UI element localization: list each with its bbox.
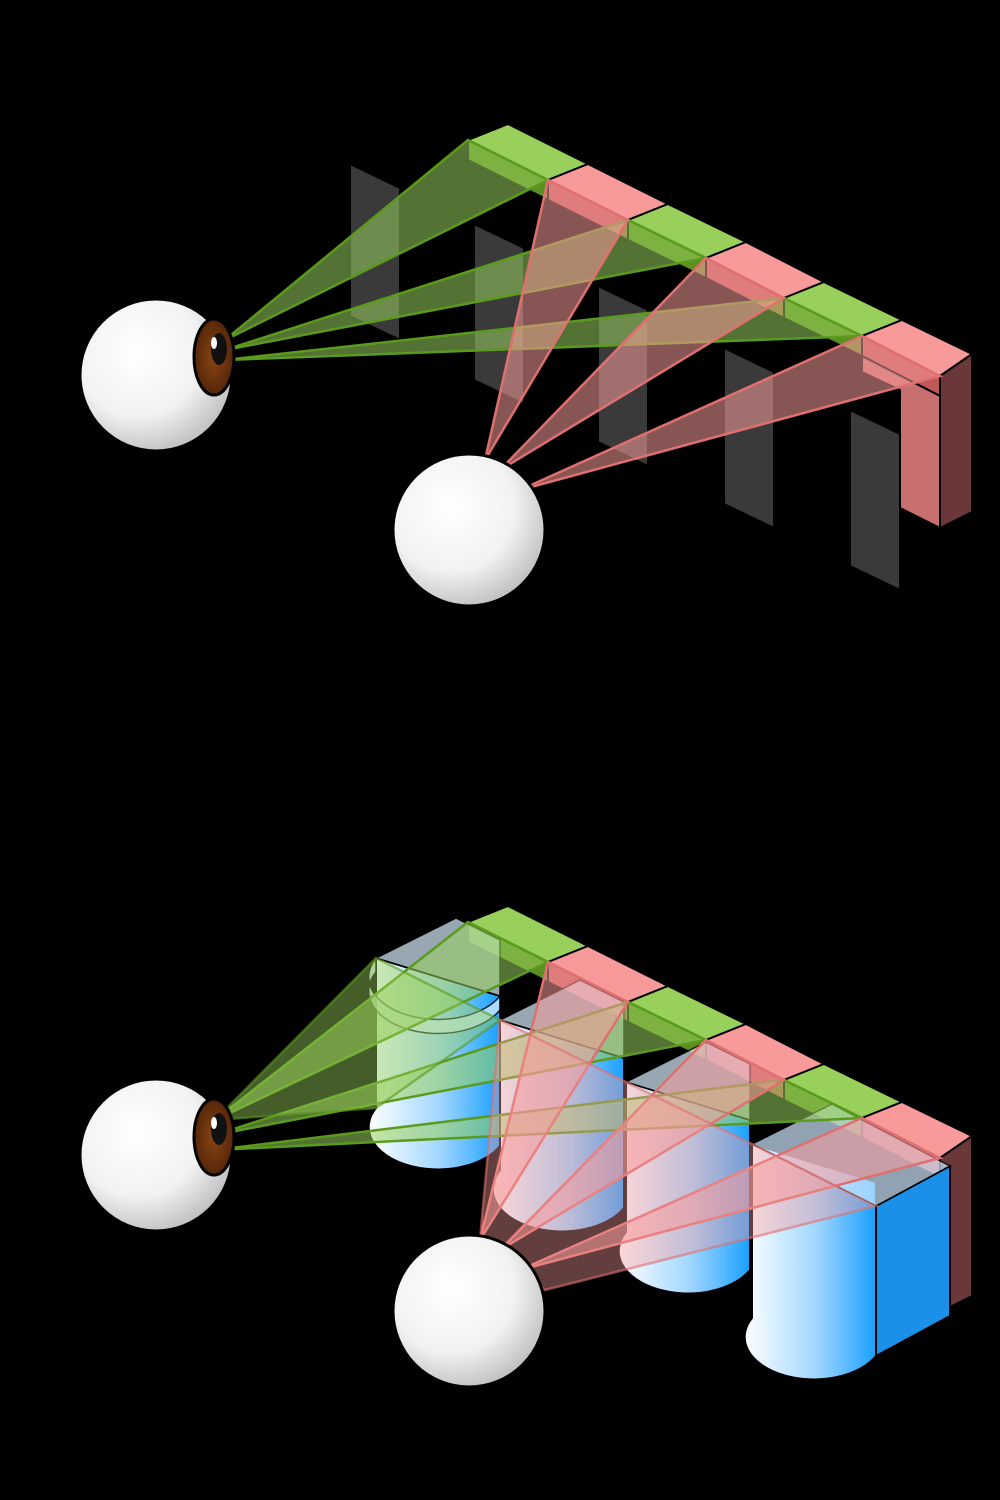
barrier-slat (850, 410, 900, 590)
eye-left (80, 299, 234, 451)
barrier-slat (724, 348, 774, 528)
panel-lenticular-lens (80, 906, 972, 1387)
eye-left-2 (80, 1079, 234, 1231)
eye-right-2 (393, 1235, 545, 1387)
panel-parallax-barrier (80, 124, 972, 606)
eye-right (393, 454, 545, 606)
